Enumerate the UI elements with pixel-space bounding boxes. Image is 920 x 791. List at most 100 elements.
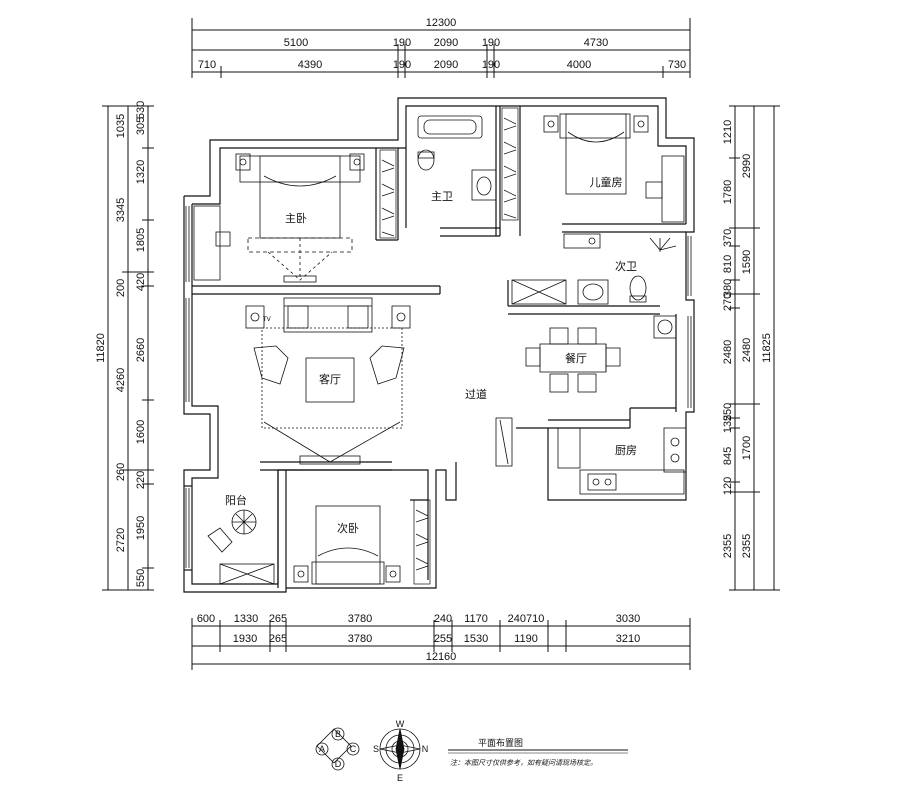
dim-right-o4: 2355 (741, 534, 753, 558)
washer (653, 315, 677, 339)
label-kitchen: 厨房 (615, 444, 637, 457)
dining-set (525, 327, 621, 393)
dim-right-o2: 2480 (741, 338, 753, 362)
compass-top: W (396, 719, 405, 729)
dim-bot-r1-0: 600 (197, 613, 215, 625)
dim-left-i8: 1600 (135, 420, 147, 444)
dim-left-o0: 3345 (115, 198, 127, 222)
dim-left-total: 11820 (95, 333, 107, 363)
dim-left-i10: 220 (135, 471, 147, 489)
dim-top-r1-2: 2090 (434, 37, 458, 49)
dim-right-i9: 845 (722, 447, 734, 465)
master-bath-fixtures (417, 115, 497, 201)
dim-top-total: 12300 (426, 17, 457, 29)
dim-right-i10: 120 (722, 477, 734, 495)
dim-bot-r1-3: 3780 (348, 613, 372, 625)
dim-right-i8: 135 (722, 415, 734, 433)
dim-right-i1: 1780 (722, 180, 734, 204)
dim-left-i2: 530 (135, 101, 147, 119)
dim-left-i7: 2660 (135, 338, 147, 362)
dim-right-i3: 810 (722, 255, 734, 273)
dim-bot-r1-2: 265 (269, 613, 287, 625)
compass-left: S (373, 744, 379, 754)
dim-top-r1-4: 4730 (584, 37, 608, 49)
label-master-bedroom: 主卧 (285, 212, 307, 225)
dim-top-r2-6: 730 (668, 59, 686, 71)
dim-right-total: 11825 (761, 333, 773, 363)
label-dining: 餐厅 (565, 351, 587, 365)
kids-desk (645, 155, 685, 223)
dim-left-o2: 2720 (115, 528, 127, 552)
top-dimensions (191, 18, 691, 78)
kids-bed (543, 113, 649, 195)
dim-top-r2-2: 190 (393, 59, 411, 71)
kitchen-fixtures (557, 427, 687, 495)
dim-bot-r2-4: 1530 (464, 633, 488, 645)
dim-bot-r1-4: 240 (434, 613, 452, 625)
left-dimensions (102, 105, 154, 591)
dim-top-r2-0: 710 (198, 59, 216, 71)
walls (183, 97, 695, 593)
drawing-title: 平面布置图 (478, 737, 523, 749)
label-master-bath: 主卫 (431, 190, 453, 203)
dim-top-r1-3: 190 (482, 37, 500, 49)
dim-left-i6: 420 (135, 273, 147, 291)
dim-right-o1: 1590 (741, 250, 753, 274)
dim-top-r1-0: 5100 (284, 37, 308, 49)
dim-bot-r2-5: 1190 (514, 633, 538, 645)
master-wardrobe (379, 149, 397, 239)
dim-bot-r2-0: 1930 (233, 633, 257, 645)
label-second-bedroom: 次卧 (337, 521, 359, 535)
dim-top-r2-1: 4390 (298, 59, 322, 71)
dim-left-i12: 550 (135, 569, 147, 587)
label-corridor: 过道 (465, 387, 487, 401)
dim-bot-r2-2: 3780 (348, 633, 372, 645)
dim-right-i11: 2355 (722, 534, 734, 558)
dim-top-r2-3: 2090 (434, 59, 458, 71)
dim-left-i4: 1805 (135, 228, 147, 252)
dim-left-o1: 4260 (115, 368, 127, 392)
dim-left-i5: 200 (115, 279, 127, 297)
dim-bot-r1-7: 3030 (616, 613, 640, 625)
dim-bot-r2-3: 255 (434, 633, 452, 645)
second-wardrobe (413, 499, 431, 585)
balcony-furniture (207, 509, 275, 585)
dim-bot-r1-5: 1170 (464, 613, 488, 625)
dim-right-i0: 1210 (722, 120, 734, 144)
corridor-partition (495, 417, 513, 467)
compass-bottom: E (397, 773, 403, 783)
label-second-bath: 次卫 (615, 259, 637, 273)
dim-right-i5: 270 (722, 293, 734, 311)
windows (185, 206, 692, 568)
index-bottom: D (335, 759, 342, 769)
dim-bot-r2-1: 265 (269, 633, 287, 645)
living-sofa (245, 297, 411, 465)
dim-bot-r1-1: 1330 (234, 613, 258, 625)
kids-wardrobe (501, 107, 519, 221)
dim-left-i0: 1035 (115, 114, 127, 138)
dim-bot-r1-6: 240710 (508, 613, 545, 625)
master-bed (235, 153, 365, 283)
label-balcony: 阳台 (225, 493, 247, 507)
compass-right: N (422, 744, 429, 754)
dim-top-r2-5: 4000 (567, 59, 591, 71)
bottom-dimensions (191, 618, 691, 670)
label-tv: TV (262, 316, 272, 323)
dim-right-o3: 1700 (741, 436, 753, 460)
label-living: 客厅 (319, 372, 341, 386)
label-kids-room: 儿童房 (590, 175, 623, 189)
index-left: A (319, 744, 325, 754)
index-top: B (335, 729, 341, 739)
dim-left-i11: 1950 (135, 516, 147, 540)
dim-right-o0: 2990 (741, 154, 753, 178)
dim-left-i9: 260 (115, 463, 127, 481)
second-bath-fixtures (511, 233, 677, 305)
dim-left-i3: 1320 (135, 160, 147, 184)
index-symbol (315, 727, 360, 771)
dim-bot-total: 12160 (426, 651, 457, 663)
dim-top-r2-4: 190 (482, 59, 500, 71)
dim-top-r1-1: 190 (393, 37, 411, 49)
index-right: C (350, 744, 357, 754)
master-window-desk (193, 205, 231, 281)
